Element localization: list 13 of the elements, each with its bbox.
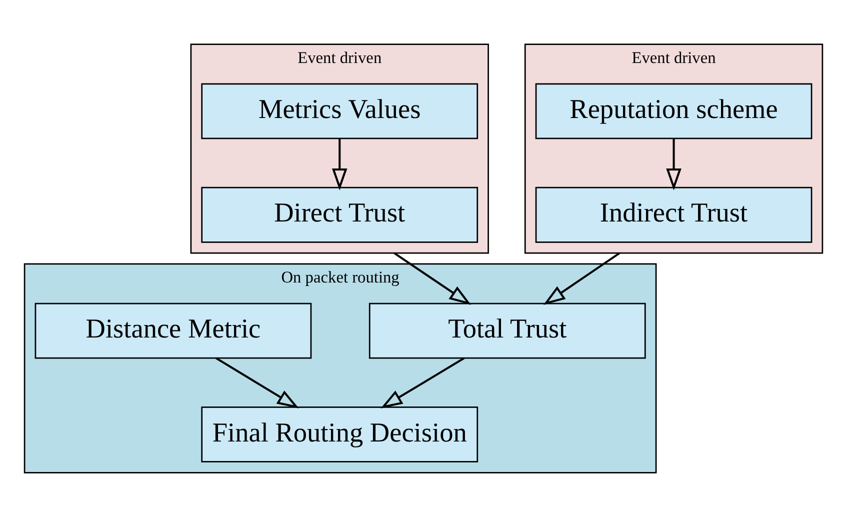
node-box: Distance Metric — [34, 302, 312, 358]
arrow — [216, 356, 299, 408]
arrow — [666, 138, 682, 190]
arrow — [543, 252, 620, 304]
node-box: Reputation scheme — [535, 82, 812, 139]
arrow — [394, 252, 472, 304]
node-box: Total Trust — [368, 302, 646, 358]
arrow — [380, 356, 465, 408]
node-box: Indirect Trust — [535, 186, 812, 242]
node-box: Final Routing Decision — [201, 406, 478, 462]
node-box: Metrics Values — [201, 82, 478, 139]
arrow — [332, 138, 348, 190]
node-box: Direct Trust — [201, 186, 478, 242]
